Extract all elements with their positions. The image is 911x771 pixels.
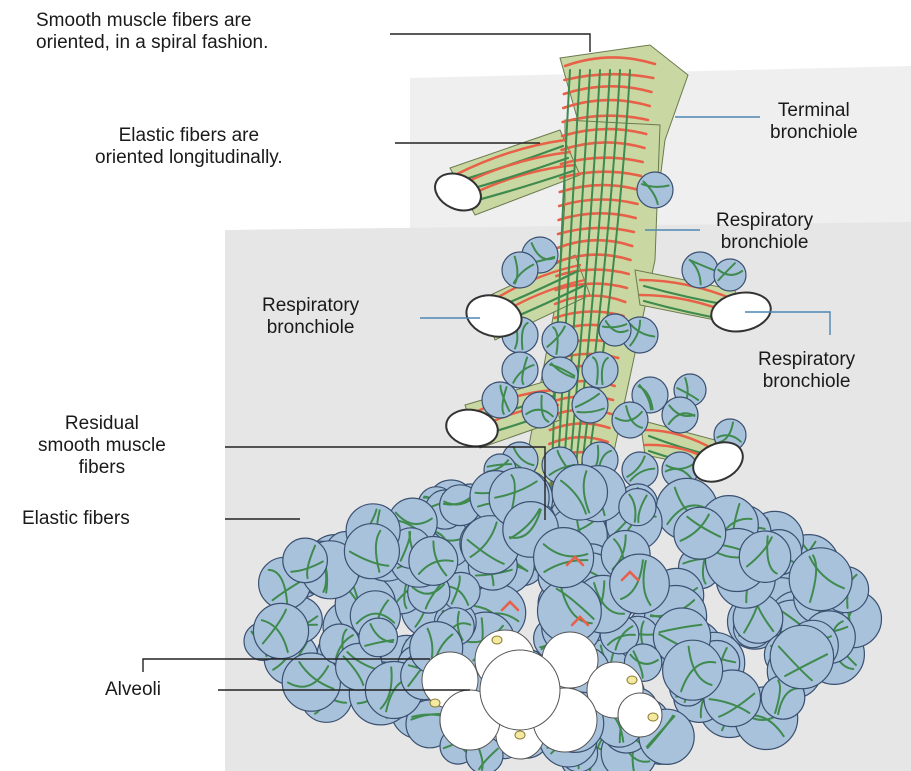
alveolar-sac — [572, 387, 608, 423]
label-residual-smooth-muscle: Residual smooth muscle fibers — [38, 413, 166, 479]
alveolar-sac — [344, 524, 399, 579]
label-residual-line2: smooth muscle — [38, 435, 166, 457]
label-respiratory-bronchiole-left: Respiratory bronchiole — [262, 295, 359, 339]
label-resp-upper-right-line1: Respiratory — [716, 210, 813, 232]
label-terminal-bronchiole-line2: bronchiole — [770, 122, 858, 144]
label-smooth-muscle-line2: oriented, in a spiral fashion. — [36, 32, 268, 54]
alveolus — [480, 650, 560, 730]
alveolar-pore — [430, 699, 440, 707]
label-elastic-fibers: Elastic fibers — [22, 508, 130, 530]
label-elastic-longitudinal-line2: oriented longitudinally. — [95, 147, 283, 169]
label-smooth-muscle: Smooth muscle fibers are oriented, in a … — [36, 10, 268, 54]
alveolar-sac — [552, 465, 607, 520]
label-residual-line3: fibers — [38, 457, 166, 479]
alveolar-sac — [622, 452, 658, 488]
leader-smooth-muscle — [390, 34, 590, 52]
alveolar-sac — [502, 252, 538, 288]
label-residual-line1: Residual — [38, 413, 166, 435]
label-resp-left-line2: bronchiole — [262, 317, 359, 339]
label-resp-left-line1: Respiratory — [262, 295, 359, 317]
alveolar-sac — [542, 322, 578, 358]
alveolar-sac — [359, 618, 398, 657]
alveolar-sac — [253, 603, 308, 658]
alveolar-sac — [534, 528, 594, 588]
alveolar-sac — [283, 538, 328, 583]
alveolar-pore — [627, 676, 637, 684]
alveolar-sac — [674, 507, 726, 559]
alveolar-sac — [770, 625, 833, 688]
alveolar-sac — [739, 531, 790, 582]
label-alveoli: Alveoli — [105, 679, 161, 701]
alveolar-sac — [789, 548, 852, 611]
alveolar-sac — [637, 172, 673, 208]
label-resp-upper-right-line2: bronchiole — [716, 232, 813, 254]
label-elastic-longitudinal: Elastic fibers are oriented longitudinal… — [95, 125, 283, 169]
label-respiratory-bronchiole-upper-right: Respiratory bronchiole — [716, 210, 813, 254]
label-resp-lower-right-line2: bronchiole — [758, 371, 855, 393]
alveolar-pore — [648, 713, 658, 721]
alveolar-pore — [492, 636, 502, 644]
label-terminal-bronchiole-line1: Terminal — [770, 100, 858, 122]
alveolar-sac — [502, 352, 538, 388]
alveolar-sac — [582, 352, 618, 388]
alveolar-pore — [515, 731, 525, 739]
label-elastic-longitudinal-line1: Elastic fibers are — [95, 125, 283, 147]
label-resp-lower-right-line1: Respiratory — [758, 349, 855, 371]
alveolar-sac — [610, 554, 670, 614]
label-respiratory-bronchiole-lower-right: Respiratory bronchiole — [758, 349, 855, 393]
label-terminal-bronchiole: Terminal bronchiole — [770, 100, 858, 144]
label-smooth-muscle-line1: Smooth muscle fibers are — [36, 10, 268, 32]
